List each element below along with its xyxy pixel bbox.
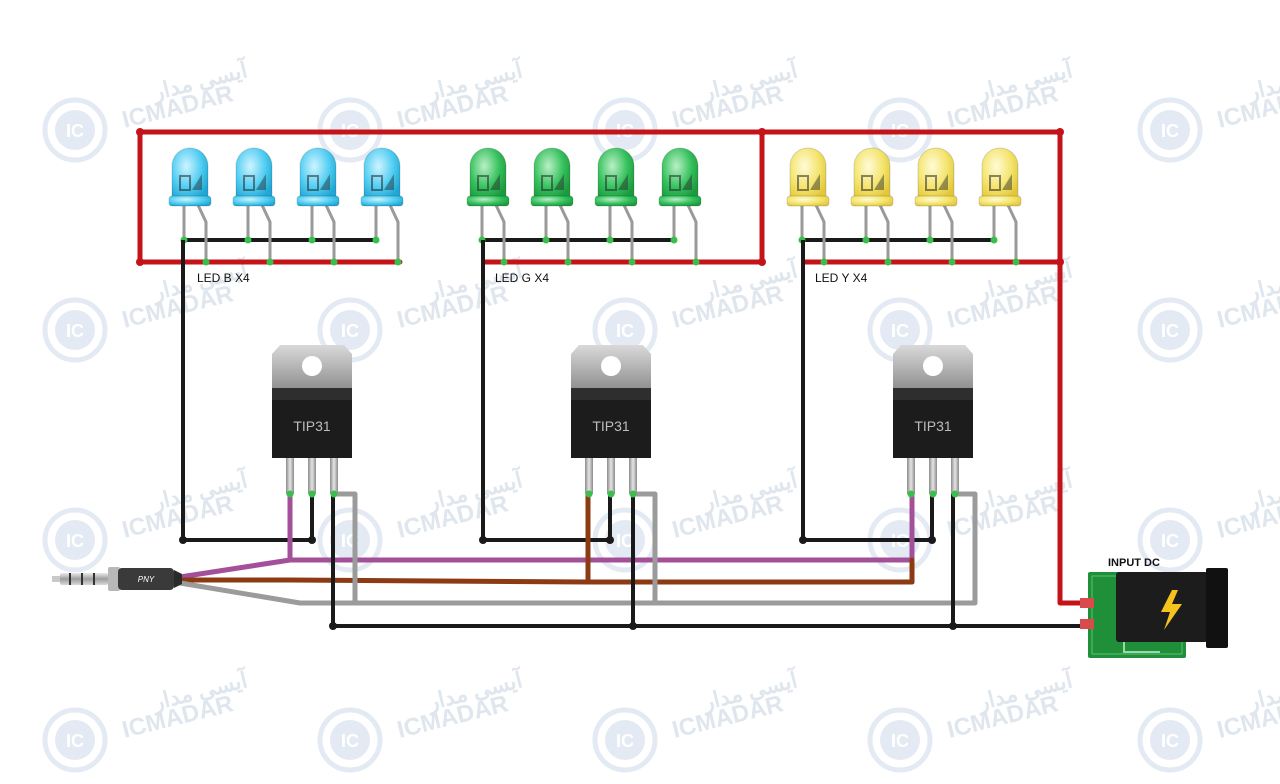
transistor-tip31: TIP31	[893, 345, 973, 498]
ground-junctions	[179, 536, 957, 630]
led-group-label: LED B X4	[197, 271, 250, 285]
watermark-badge: IC	[66, 321, 84, 341]
transistor-tip31: TIP31	[272, 345, 352, 498]
jack-brand: PNY	[138, 575, 155, 584]
lightning-icon	[1161, 590, 1182, 630]
watermark-badge: IC	[616, 731, 634, 751]
led	[658, 147, 702, 266]
audio-jack: PNY	[52, 567, 182, 591]
watermark-badge: IC	[66, 731, 84, 751]
led	[360, 147, 404, 266]
collector-wires	[181, 240, 934, 542]
transistor-tip31: TIP31	[571, 345, 651, 498]
led	[978, 147, 1022, 266]
led	[850, 147, 894, 266]
watermark-badge: IC	[1161, 121, 1179, 141]
led-group-yellow: LED Y X4	[786, 147, 1022, 285]
dc-input-label: INPUT DC	[1108, 557, 1160, 569]
transistor-label: TIP31	[592, 418, 630, 434]
watermark-badge: IC	[66, 531, 84, 551]
rail-junctions	[136, 128, 1064, 266]
led-group-label: LED G X4	[495, 271, 549, 285]
transistor-label: TIP31	[293, 418, 331, 434]
led	[594, 147, 638, 266]
watermark-badge: IC	[891, 321, 909, 341]
led	[168, 147, 212, 266]
watermark-badge: IC	[1161, 731, 1179, 751]
dc-input-jack: INPUT DC	[1080, 557, 1228, 658]
led-group-label: LED Y X4	[815, 271, 868, 285]
led-group-blue: LED B X4	[168, 147, 404, 285]
led	[466, 147, 510, 266]
watermark-badge: IC	[891, 731, 909, 751]
signal-wires	[177, 491, 978, 606]
watermark-badge: IC	[1161, 321, 1179, 341]
watermark-badge: IC	[1161, 531, 1179, 551]
led	[296, 147, 340, 266]
watermark-badge: IC	[341, 321, 359, 341]
led	[232, 147, 276, 266]
led	[530, 147, 574, 266]
led	[786, 147, 830, 266]
watermark-badge: IC	[341, 731, 359, 751]
led-group-green: LED G X4	[466, 147, 702, 285]
watermark-badge: IC	[616, 321, 634, 341]
watermark-badge: IC	[616, 531, 634, 551]
watermark-badge: IC	[66, 121, 84, 141]
transistor-label: TIP31	[914, 418, 952, 434]
led	[914, 147, 958, 266]
